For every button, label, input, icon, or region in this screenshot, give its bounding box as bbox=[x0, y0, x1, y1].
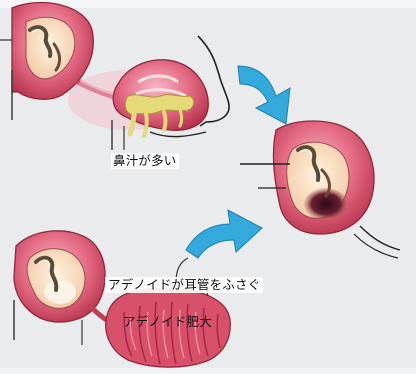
caption-nasal-mucus: 鼻汁が多い bbox=[111, 153, 179, 169]
caption-adenoid-blocks-tube: アデノイドが耳管をふさぐ bbox=[105, 277, 263, 293]
caption-enlarged-adenoid: アデノイド肥大 bbox=[123, 314, 212, 330]
bottom-margin bbox=[0, 368, 416, 374]
bruise-fluid bbox=[304, 188, 348, 220]
